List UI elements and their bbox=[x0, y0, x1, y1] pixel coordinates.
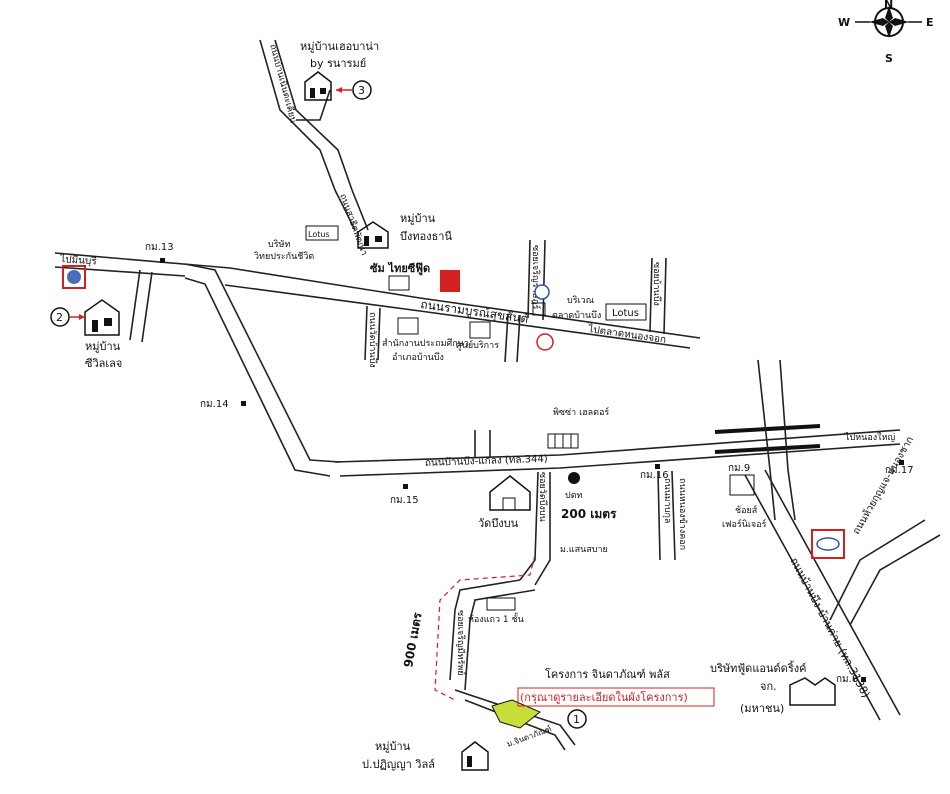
compass-rose: N S E W bbox=[838, 0, 934, 65]
ptt-label: ปตท bbox=[565, 491, 583, 501]
road-labels: ถนนรามบูรณ์สุขสันต์ ไปตลาดหนองจอก ไปมีนบ… bbox=[59, 43, 916, 700]
km-16: กม.16 bbox=[640, 470, 669, 481]
village-2-name: หมู่บ้าน bbox=[85, 340, 121, 353]
village-3-name: หมู่บ้าน bbox=[400, 212, 436, 225]
village-buengthong: หมู่บ้าน บึงทองธานี bbox=[357, 212, 452, 249]
landmark-school: สำนักงานประถมศึกษา อำเภอบ้านบึง ศูนย์บริ… bbox=[382, 317, 554, 363]
townhouse-label: ห้องแถว 1 ชั้น bbox=[468, 612, 524, 625]
landmark-company: บริษัทฟู้ดแอนด์ดริ้งค์ จก. (มหาชน) bbox=[710, 660, 836, 715]
shrine-icon bbox=[534, 284, 550, 300]
landmark-seafood: ซัม ไทยซีฟู๊ด bbox=[370, 261, 460, 292]
road-label-min-buri: ไปมีนบุรี bbox=[59, 253, 98, 268]
village-3-sub: บึงทองธานี bbox=[400, 230, 452, 243]
village-4-sub: ป.ปฏิญญา วิลล์ bbox=[362, 758, 435, 771]
road-network bbox=[54, 39, 941, 751]
school-sub: อำเภอบ้านบึง bbox=[392, 352, 444, 363]
road-label-nong-chok: ไปตลาดหนองจอก bbox=[587, 323, 667, 346]
market-label: บริเวณ bbox=[567, 295, 594, 306]
insurance-sub: วิทยประกันชีวิต bbox=[254, 251, 314, 262]
lotus-sign-1: Lotus bbox=[308, 230, 330, 239]
road-label-soi-chao: ซอยเจริญราษฎร์ bbox=[530, 245, 542, 310]
seafood-label: ซัม ไทยซีฟู๊ด bbox=[370, 261, 430, 276]
hospital-label: ศูนย์บริการ bbox=[456, 339, 499, 351]
km-14: กม.14 bbox=[200, 399, 229, 410]
hospital-icon bbox=[536, 333, 554, 351]
marker-2: 2 bbox=[56, 311, 63, 324]
lotus-sign-2: Lotus bbox=[612, 308, 639, 319]
esso-icon bbox=[816, 537, 840, 551]
road-label-3138: ถนนบ้านบึง-บ้านค่าย (ทล.3138) bbox=[787, 555, 872, 700]
insurance-name: บริษัท bbox=[268, 239, 290, 250]
road-label-344: ถนนบ้านบึง-แกลง (ทล.344) bbox=[425, 453, 548, 469]
landmark-townhouse: ห้องแถว 1 ชั้น bbox=[468, 597, 524, 625]
ptt-icon bbox=[568, 472, 580, 484]
village-4-name: หมู่บ้าน bbox=[375, 740, 411, 753]
road-label-side-b: ถนนหนองข้างคอก bbox=[677, 478, 688, 550]
temple-label: วัดบึงบน bbox=[478, 517, 519, 530]
landmark-furniture: ช้อยส์ เฟอร์นิเจอร์ bbox=[722, 474, 767, 530]
road-label-ramintra: ถนนรามบูรณ์สุขสันต์ bbox=[419, 297, 529, 327]
compass-south: S bbox=[885, 52, 893, 65]
village-1-sub: by รนารมย์ bbox=[310, 57, 366, 70]
factory-icon bbox=[789, 677, 836, 706]
saen-sabai-label: ม.แสนสบาย bbox=[560, 545, 608, 555]
marker-1: 1 bbox=[573, 713, 580, 726]
road-label-soi-b: ซอยเจริญมีทรัพย์ bbox=[455, 610, 467, 676]
km-17: กม.17 bbox=[885, 465, 914, 476]
landmark-market: บริเวณ ตลาดบ้านบึง Lotus bbox=[532, 284, 647, 321]
seven-eleven-icon bbox=[440, 270, 460, 292]
road-label-side-a: ถนนมาบกุล bbox=[662, 478, 672, 523]
landmark-temple: วัดบึงบน 200 เมตร ม.แสนสบาย bbox=[478, 475, 617, 555]
distance-900: 900 เมตร bbox=[401, 611, 425, 669]
school-label: สำนักงานประถมศึกษา bbox=[382, 338, 469, 349]
road-label-nong-yai: ไปหนองใหญ่ bbox=[844, 432, 895, 443]
project-plot bbox=[491, 699, 541, 729]
furniture-sub: เฟอร์นิเจอร์ bbox=[722, 518, 767, 530]
compass-north: N bbox=[884, 0, 893, 11]
distance-200: 200 เมตร bbox=[561, 507, 617, 521]
police-icon bbox=[67, 270, 81, 284]
project-site: ม.จินดาภัณฑ์ โครงการ จินดาภัณฑ์ พลัส (กร… bbox=[491, 667, 715, 749]
plot-label: ม.จินดาภัณฑ์ bbox=[505, 723, 553, 748]
village-1-name: หมู่บ้านเฮอบาน่า bbox=[300, 40, 379, 53]
project-note: (กรุณาดูรายละเอียดในผังโครงการ) bbox=[520, 690, 688, 704]
pizza-label: พิซซ่า เฮลตอร์ bbox=[553, 406, 609, 418]
village-2-sub: ซีวิลเลจ bbox=[85, 357, 122, 370]
marker-3: 3 bbox=[358, 84, 365, 97]
compass-east: E bbox=[926, 16, 934, 29]
road-label-soi-lat: ถนนวัดบ้านบึง bbox=[367, 312, 378, 368]
km-15: กม.15 bbox=[390, 495, 419, 506]
road-label-soi-ranong: ซอยบ้านบึง bbox=[651, 262, 662, 306]
company-label: บริษัทฟู้ดแอนด์ดริ้งค์ bbox=[710, 660, 806, 675]
village-herbana: หมู่บ้านเฮอบาน่า by รนารมย์ 3 bbox=[300, 40, 379, 101]
km-markers: กม.13 กม.14 กม.15 กม.16 กม.9 กม.17 กม.8 bbox=[145, 242, 914, 685]
road-label-soi-a: ซอยวัดบึงบน bbox=[537, 472, 548, 522]
landmark-esso bbox=[811, 529, 845, 559]
compass-west: W bbox=[838, 16, 850, 29]
landmark-insurance: Lotus บริษัท วิทยประกันชีวิต bbox=[254, 225, 339, 262]
village-civillage: หมู่บ้าน ซีวิลเลจ 2 bbox=[50, 265, 122, 370]
landmark-ptt: ปตท bbox=[565, 472, 583, 501]
km-9: กม.9 bbox=[728, 463, 750, 474]
road-label-nong-chak: ถนนห้วยกุญแจ-หนองชาก bbox=[850, 434, 916, 536]
market-sub: ตลาดบ้านบึง bbox=[552, 310, 601, 321]
company-sub2: (มหาชน) bbox=[740, 702, 784, 715]
project-title: โครงการ จินดาภัณฑ์ พลัส bbox=[545, 667, 670, 681]
km-13: กม.13 bbox=[145, 242, 174, 253]
company-sub1: จก. bbox=[760, 680, 777, 693]
landmark-pizza: พิซซ่า เฮลตอร์ bbox=[547, 406, 609, 449]
km-8: กม.8 bbox=[836, 674, 858, 685]
furniture-label: ช้อยส์ bbox=[735, 504, 758, 516]
village-pattinya: หมู่บ้าน ป.ปฏิญญา วิลล์ bbox=[362, 740, 489, 771]
